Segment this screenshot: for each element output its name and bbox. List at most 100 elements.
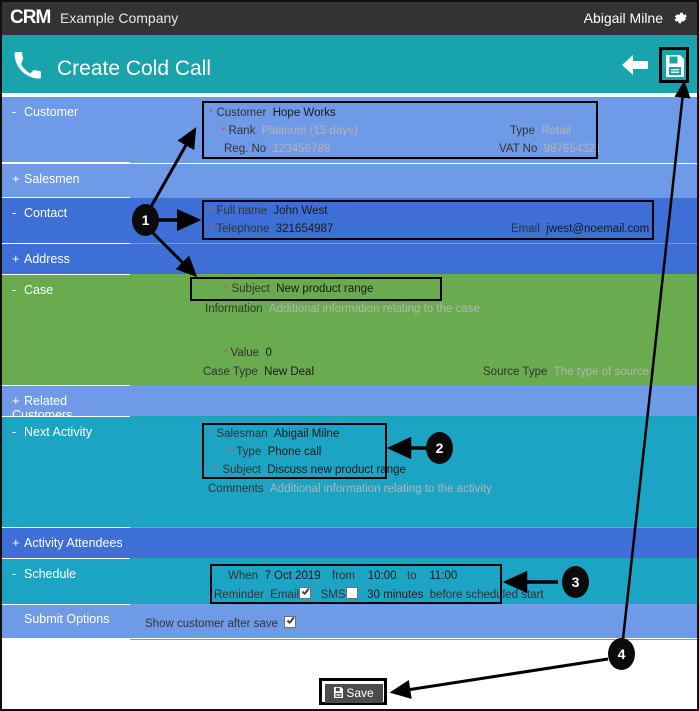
company-name: Example Company: [60, 10, 179, 26]
field-label: Telephone: [216, 223, 270, 235]
save-icon-button[interactable]: [659, 47, 689, 83]
field-value: 0: [265, 347, 272, 359]
field-value: 10:00: [367, 570, 397, 582]
section-toggle-address[interactable]: +: [12, 251, 20, 266]
reminder-sms-checkbox[interactable]: [345, 587, 358, 599]
field-case-type[interactable]: Case Type New Deal: [203, 366, 314, 378]
sidebar-item-case[interactable]: -Case: [2, 275, 697, 385]
section-label-next-activity: -Next Activity: [12, 424, 93, 439]
field-label: Source Type: [483, 366, 548, 378]
divider: [130, 527, 697, 528]
field-activity-subject[interactable]: * Subject Discuss new product range: [215, 464, 406, 476]
field-label: Case Type: [203, 366, 258, 378]
save-floppy-icon: [666, 55, 684, 77]
field-type[interactable]: Type Retail: [510, 125, 571, 137]
divider: [130, 385, 697, 386]
highlight-box-case-subject: [190, 277, 442, 301]
section-toggle-next-activity[interactable]: -: [12, 424, 17, 439]
field-value: New product range: [276, 283, 374, 295]
field-label: Email: [511, 223, 540, 235]
back-arrow-icon[interactable]: [621, 54, 649, 76]
field-label: Value: [230, 347, 260, 359]
sidebar-item-contact[interactable]: -Contact: [2, 198, 697, 243]
divider: [130, 274, 697, 275]
field-label: Type: [510, 125, 535, 137]
reminder-sms-label: SMS: [320, 589, 346, 601]
field-case-subject[interactable]: * Subject New product range: [224, 283, 373, 295]
required-marker: *: [215, 464, 220, 476]
divider: [130, 604, 697, 605]
highlight-box-contact: [202, 200, 654, 240]
section-toggle-contact[interactable]: -: [12, 205, 17, 220]
field-label: Subject: [231, 283, 270, 295]
field-label: Salesman: [216, 428, 268, 440]
field-value: 11:00: [429, 570, 458, 582]
section-label-activity-attendees: +Activity Attendees: [12, 535, 123, 550]
field-placeholder: Platinum (15 days): [261, 125, 358, 137]
section-label-related-customers: +Related Customers: [12, 393, 73, 422]
field-label: Rank: [228, 125, 256, 137]
field-label: Reminder: [214, 589, 264, 601]
section-toggle-customer[interactable]: -: [12, 104, 17, 119]
section-toggle-salesmen[interactable]: +: [12, 171, 20, 186]
sidebar-item-customer[interactable]: -Customer: [2, 97, 697, 162]
callout-3: 3: [562, 566, 589, 598]
field-activity-salesman[interactable]: * Salesman Abigail Milne: [209, 428, 339, 440]
callout-2: 2: [426, 432, 453, 464]
field-from[interactable]: from 10:00: [332, 570, 397, 582]
field-placeholder: Additional information relating to the c…: [268, 303, 480, 315]
field-customer[interactable]: * Customer Hope Works: [209, 107, 336, 119]
sidebar-item-activity-attendees[interactable]: +Activity Attendees: [2, 528, 697, 558]
field-value: Phone call: [267, 446, 322, 458]
save-button-label: Save: [346, 686, 374, 700]
section-toggle-case[interactable]: -: [12, 282, 17, 297]
field-value: Hope Works: [272, 107, 336, 119]
field-when[interactable]: When 7 Oct 2019: [228, 570, 321, 582]
current-user-name[interactable]: Abigail Milne: [583, 10, 663, 26]
save-button[interactable]: Save: [325, 684, 383, 703]
field-case-information[interactable]: Information Additional information relat…: [205, 303, 480, 315]
gear-icon[interactable]: [671, 9, 689, 27]
field-vat-no[interactable]: VAT No 987654321: [499, 143, 601, 155]
required-marker: *: [229, 446, 234, 458]
required-marker: *: [221, 125, 226, 137]
field-full-name[interactable]: * Full name John West: [209, 205, 328, 217]
sidebar-item-related-customers[interactable]: +Related Customers: [2, 386, 697, 422]
field-value: 321654987: [275, 223, 334, 235]
sidebar-item-salesmen[interactable]: +Salesmen: [2, 164, 697, 197]
divider: [130, 558, 697, 559]
section-toggle-related-customers[interactable]: +: [12, 393, 20, 408]
field-reg-no[interactable]: Reg. No 123456789: [224, 143, 330, 155]
required-marker: *: [209, 223, 214, 235]
field-value: New Deal: [264, 366, 315, 378]
field-activity-comments[interactable]: Comments Additional information relating…: [208, 483, 492, 495]
field-rank[interactable]: * Rank Platinum (15 days): [221, 125, 358, 137]
required-marker: *: [224, 283, 229, 295]
section-label-address: +Address: [12, 251, 70, 266]
phone-icon: [14, 51, 42, 79]
reminder-minutes[interactable]: 30 minutes: [367, 589, 424, 601]
section-toggle-activity-attendees[interactable]: +: [12, 535, 20, 550]
field-activity-type[interactable]: * Type Phone call: [229, 446, 321, 458]
sidebar-item-submit-options[interactable]: Submit Options: [2, 605, 697, 638]
section-label-customer: -Customer: [12, 104, 79, 119]
sidebar-item-next-activity[interactable]: -Next Activity: [2, 417, 697, 527]
save-floppy-icon: [334, 685, 344, 698]
reminder-email-checkbox[interactable]: [299, 587, 312, 599]
field-source-type[interactable]: Source Type The type of source: [483, 366, 649, 378]
field-value: Abigail Milne: [274, 428, 340, 440]
section-label-contact: -Contact: [12, 205, 68, 220]
section-label-salesmen: +Salesmen: [12, 171, 80, 186]
required-marker: *: [209, 205, 214, 217]
field-telephone[interactable]: * Telephone 321654987: [209, 223, 333, 235]
crm-logo[interactable]: CRM: [10, 7, 51, 28]
highlight-box-customer: [202, 101, 598, 159]
show-customer-checkbox[interactable]: [284, 616, 297, 628]
field-value: Discuss new product range: [267, 464, 406, 476]
field-case-value[interactable]: * Value 0: [223, 347, 272, 359]
section-toggle-schedule[interactable]: -: [12, 566, 17, 581]
field-to[interactable]: to 11:00: [407, 570, 457, 582]
sidebar-item-address[interactable]: +Address: [2, 244, 697, 274]
field-label: Subject: [222, 464, 261, 476]
